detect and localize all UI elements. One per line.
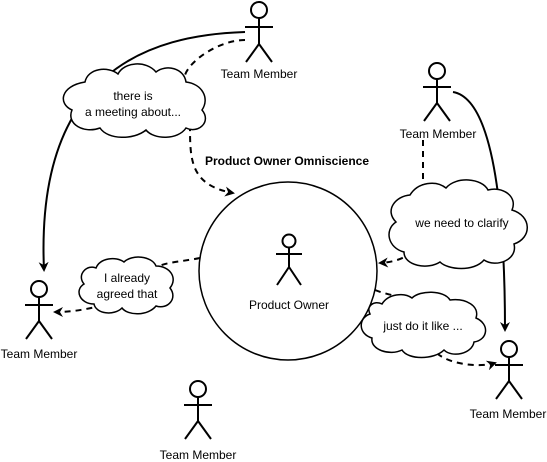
team-member-left-label: Team Member	[1, 347, 78, 361]
team-member-right-top-actor-icon	[423, 62, 451, 122]
connector-doit-cloud-to-right-bottom	[429, 344, 497, 371]
cloud-meeting-line1: there is	[113, 89, 152, 103]
team-member-bottom-actor-icon	[184, 380, 212, 440]
team-member-left-actor-icon	[25, 280, 53, 340]
product-owner-circle	[198, 181, 378, 361]
team-member-top-actor-icon	[245, 1, 273, 63]
connector-right-top-to-right-bottom	[452, 91, 510, 332]
cloud-agreed-line2: agreed that	[97, 287, 158, 301]
team-member-right-bottom-label: Team Member	[470, 407, 547, 421]
product-owner-label: Product Owner	[249, 298, 329, 312]
cloud-meeting: there is a meeting about...	[62, 63, 207, 138]
connector-meeting-cloud-to-center	[189, 124, 235, 197]
product-owner-actor-icon	[276, 233, 302, 286]
team-member-right-top-label: Team Member	[400, 127, 477, 141]
team-member-bottom-label: Team Member	[160, 448, 237, 462]
cloud-meeting-line2: a meeting about...	[85, 105, 181, 119]
team-member-top-label: Team Member	[221, 67, 298, 81]
team-member-right-bottom-actor-icon	[495, 340, 523, 400]
cloud-clarify: we need to clarify	[388, 179, 528, 270]
cloud-agreed-line1: I already	[104, 271, 150, 285]
cloud-doit-text: just do it like ...	[382, 319, 462, 333]
diagram-title: Product Owner Omniscience	[205, 154, 369, 168]
cloud-agreed: I already agreed that	[78, 256, 174, 315]
cloud-doit: just do it like ...	[360, 291, 487, 359]
connector-center-to-agreed-cloud	[154, 257, 201, 269]
cloud-clarify-text: we need to clarify	[414, 216, 508, 230]
connector-top-to-meeting-cloud	[184, 39, 246, 76]
